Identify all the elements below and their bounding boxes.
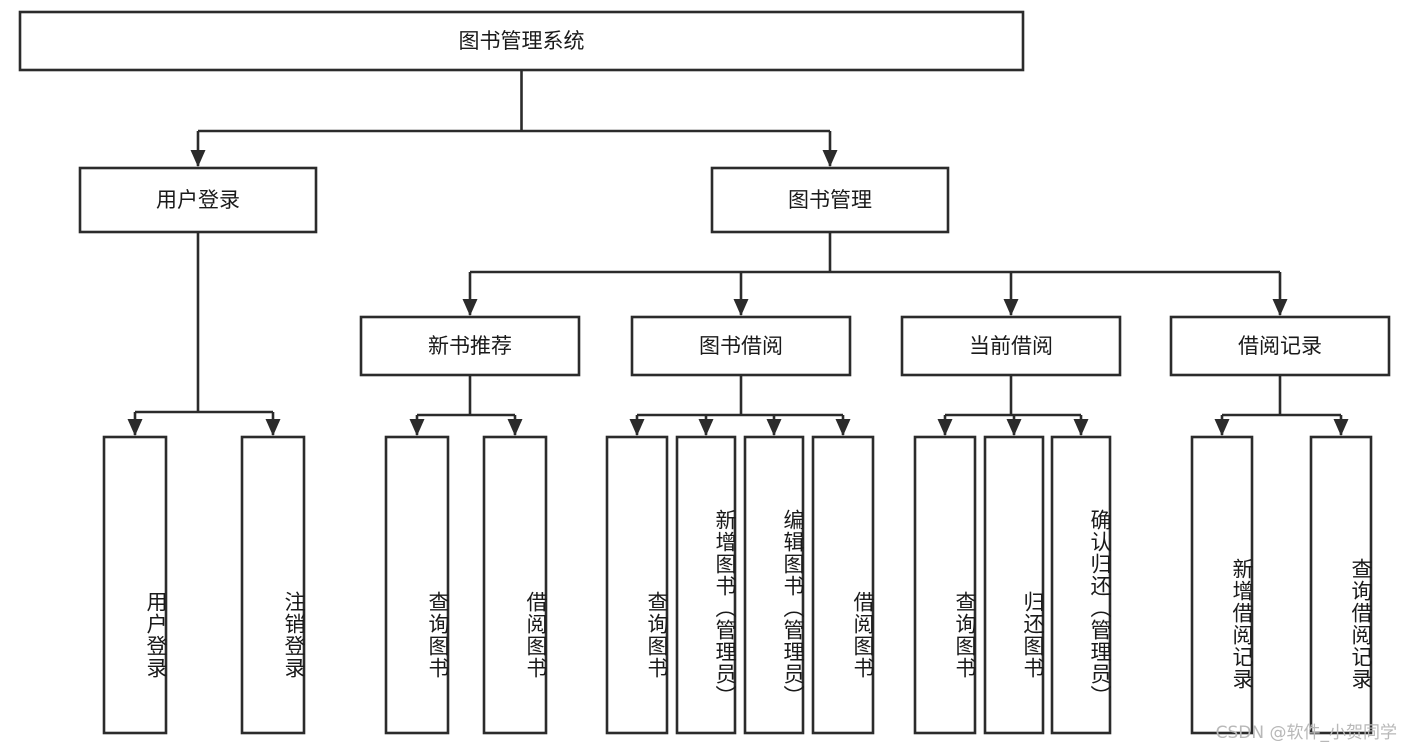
node-label-book-management: 图书管理 — [788, 188, 872, 212]
arrow-head-icon — [698, 419, 714, 436]
node-box-user-login[interactable] — [78, 166, 318, 234]
node-leaf-confirm-return-admin[interactable] — [1050, 435, 1112, 735]
node-current-borrow[interactable]: 当前借阅 — [900, 315, 1122, 377]
node-box-leaf-edit-book-admin[interactable] — [743, 435, 805, 735]
node-label-new-book-recommend: 新书推荐 — [428, 334, 512, 358]
arrow-head-icon — [822, 150, 838, 167]
node-box-leaf-query-book-2[interactable] — [605, 435, 669, 735]
node-leaf-query-book-3[interactable] — [913, 435, 977, 735]
arrow-head-icon — [1073, 419, 1089, 436]
arrow-head-icon — [190, 150, 206, 167]
node-book-management[interactable]: 图书管理 — [710, 166, 950, 234]
node-box-new-book-recommend[interactable] — [359, 315, 581, 377]
node-box-leaf-add-book-admin[interactable] — [675, 435, 737, 735]
arrow-head-icon — [1003, 299, 1019, 316]
arrow-head-icon — [409, 419, 425, 436]
arrow-head-icon — [629, 419, 645, 436]
node-box-leaf-query-book-3[interactable] — [913, 435, 977, 735]
node-box-borrow-record[interactable] — [1169, 315, 1391, 377]
node-leaf-query-book-2[interactable] — [605, 435, 669, 735]
node-box-book-borrow[interactable] — [630, 315, 852, 377]
arrow-head-icon — [127, 419, 143, 436]
node-leaf-borrow-book-2[interactable] — [811, 435, 875, 735]
node-label-book-borrow: 图书借阅 — [699, 334, 783, 358]
node-box-leaf-return-book[interactable] — [983, 435, 1045, 735]
node-book-borrow[interactable]: 图书借阅 — [630, 315, 852, 377]
node-box-leaf-logout-login[interactable] — [240, 435, 306, 735]
node-user-login[interactable]: 用户登录 — [78, 166, 318, 234]
node-box-leaf-borrow-book-1[interactable] — [482, 435, 548, 735]
node-box-leaf-user-login[interactable] — [102, 435, 168, 735]
node-leaf-user-login[interactable] — [102, 435, 168, 735]
connectors-layer — [127, 70, 1349, 436]
arrow-head-icon — [1214, 419, 1230, 436]
arrow-head-icon — [1333, 419, 1349, 436]
arrow-head-icon — [507, 419, 523, 436]
arrow-head-icon — [733, 299, 749, 316]
node-label-current-borrow: 当前借阅 — [969, 334, 1053, 358]
node-label-user-login: 用户登录 — [156, 188, 240, 212]
node-box-book-management[interactable] — [710, 166, 950, 234]
node-box-leaf-borrow-book-2[interactable] — [811, 435, 875, 735]
node-leaf-add-book-admin[interactable] — [675, 435, 737, 735]
node-leaf-edit-book-admin[interactable] — [743, 435, 805, 735]
arrow-head-icon — [937, 419, 953, 436]
arrow-head-icon — [462, 299, 478, 316]
arrow-head-icon — [265, 419, 281, 436]
node-leaf-borrow-book-1[interactable] — [482, 435, 548, 735]
node-new-book-recommend[interactable]: 新书推荐 — [359, 315, 581, 377]
node-box-current-borrow[interactable] — [900, 315, 1122, 377]
node-leaf-query-book-1[interactable] — [384, 435, 450, 735]
arrow-head-icon — [835, 419, 851, 436]
node-box-leaf-confirm-return-admin[interactable] — [1050, 435, 1112, 735]
watermark: CSDN @软件_小贺同学 — [1215, 723, 1397, 743]
node-leaf-add-borrow-record[interactable] — [1190, 435, 1254, 735]
node-box-root[interactable] — [18, 10, 1025, 72]
node-label-root: 图书管理系统 — [459, 29, 585, 53]
arrow-head-icon — [766, 419, 782, 436]
node-borrow-record[interactable]: 借阅记录 — [1169, 315, 1391, 377]
node-box-leaf-query-borrow-record[interactable] — [1309, 435, 1373, 735]
node-label-borrow-record: 借阅记录 — [1238, 334, 1322, 358]
node-leaf-query-borrow-record[interactable] — [1309, 435, 1373, 735]
arrow-head-icon — [1272, 299, 1288, 316]
node-box-leaf-add-borrow-record[interactable] — [1190, 435, 1254, 735]
node-leaf-logout-login[interactable] — [240, 435, 306, 735]
node-root[interactable]: 图书管理系统 — [18, 10, 1025, 72]
node-leaf-return-book[interactable] — [983, 435, 1045, 735]
arrow-head-icon — [1006, 419, 1022, 436]
node-box-leaf-query-book-1[interactable] — [384, 435, 450, 735]
